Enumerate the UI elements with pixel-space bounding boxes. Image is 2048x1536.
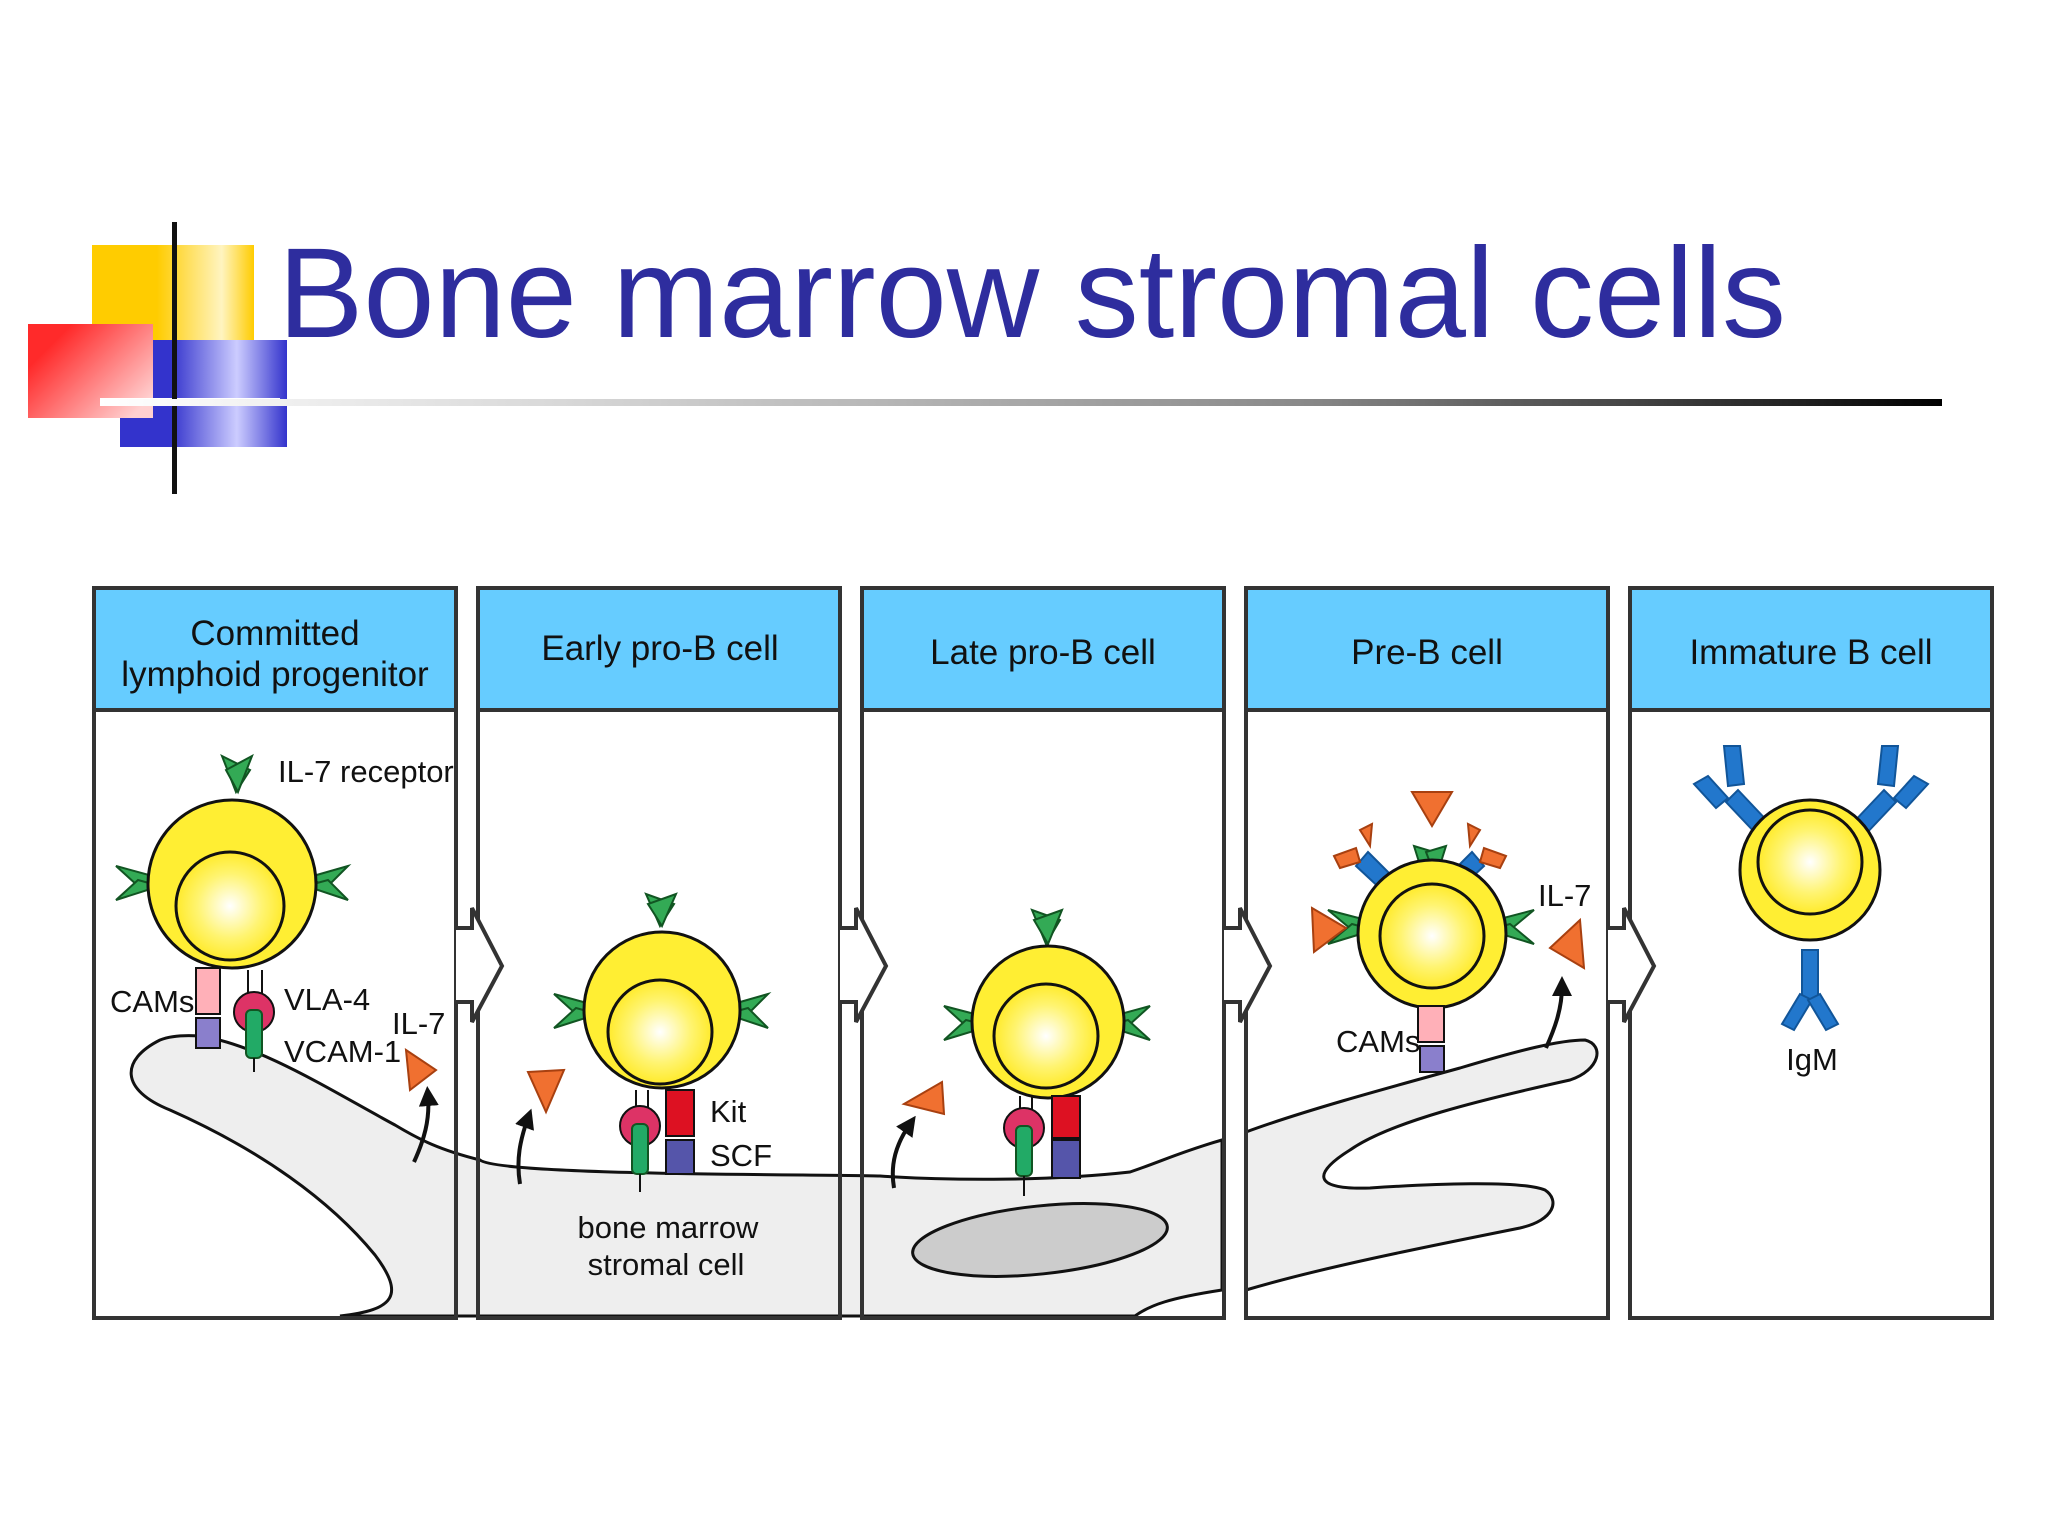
panel-5: Immature B cell [1628,586,1994,1320]
arrow-3-4 [1224,907,1273,1023]
panel-4-title: Pre-B cell [1351,633,1503,672]
panel-3: Late pro-B cell [860,586,1226,1320]
panel-2-title: Early pro-B cell [541,629,778,668]
immature-b-cell: IgM [1692,745,1930,1077]
title-underline [100,399,1942,406]
panel-5-title: Immature B cell [1689,633,1932,672]
panel-3-title: Late pro-B cell [930,633,1156,672]
early-pro-b-cell: Kit SCF [515,892,772,1192]
arrow-2-3 [840,907,889,1023]
panel-4: Pre-B cell [1244,586,1610,1320]
transition-arrows [456,907,1657,1023]
panel-2: Early pro-B cell [476,586,842,1320]
panel-1-title-line1: Committed [190,614,359,653]
stromal-label-line2: stromal cell [588,1247,745,1282]
igm-label: IgM [1786,1042,1838,1077]
cams-label: CAMs [110,984,194,1019]
il7-label-2: IL-7 [1538,878,1591,913]
cams-label-2: CAMs [1336,1024,1420,1059]
stromal-label-line1: bone marrow [578,1210,760,1245]
progenitor-cell: IL-7 receptor CAMs VLA-4 VCAM-1 IL-7 [110,753,454,1163]
late-pro-b-cell [890,908,1151,1196]
il7-label: IL-7 [392,1006,445,1041]
arrow-4-5 [1608,907,1657,1023]
vcam1-label: VCAM-1 [284,1034,401,1069]
igm-antibodies [1692,745,1930,1032]
pre-b-cell: CAMs IL-7 [1310,791,1591,1073]
scf-label: SCF [710,1138,772,1173]
slide-title: Bone marrow stromal cells [278,222,1786,365]
stromal-cell: bone marrow stromal cell [129,1034,1599,1318]
il7-receptor-label: IL-7 receptor [278,754,454,789]
panel-1-title-line2: lymphoid progenitor [121,655,429,694]
vla4-label: VLA-4 [284,982,370,1017]
arrow-1-2 [456,907,505,1023]
kit-label: Kit [710,1094,747,1129]
